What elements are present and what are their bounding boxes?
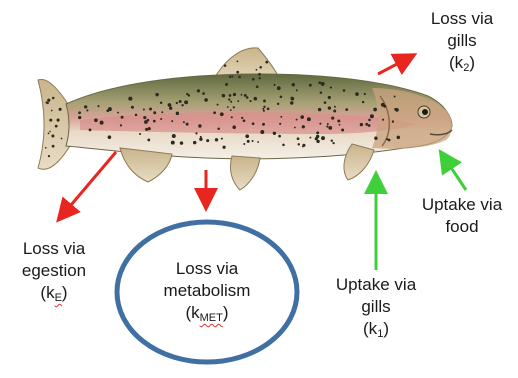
uptake-food-arrow [442, 154, 466, 190]
loss-egestion-arrow [60, 152, 116, 218]
label-uptake-food-line2: food [408, 216, 516, 238]
label-loss-egestion-line2: egestion [4, 260, 104, 282]
label-loss-gills-line2: gills [412, 30, 512, 52]
label-loss-metabolism-line1: Loss via [147, 258, 267, 280]
label-loss-metabolism: Loss via metabolism (kMET) [147, 258, 267, 329]
label-uptake-gills-line1: Uptake via [322, 274, 430, 296]
label-uptake-food-line1: Uptake via [408, 194, 516, 216]
label-loss-egestion-rate: (kE) [4, 282, 104, 309]
label-loss-egestion-line1: Loss via [4, 238, 104, 260]
label-uptake-food: Uptake via food [408, 194, 516, 238]
label-loss-egestion: Loss via egestion (kE) [4, 238, 104, 309]
label-uptake-gills-line2: gills [322, 296, 430, 318]
label-loss-gills-line1: Loss via [412, 8, 512, 30]
label-loss-metabolism-rate: (kMET) [147, 302, 267, 329]
label-loss-gills: Loss via gills (k2) [412, 8, 512, 79]
label-loss-gills-rate: (k2) [412, 52, 512, 79]
loss-gills-arrow [378, 56, 412, 74]
label-loss-metabolism-line2: metabolism [147, 280, 267, 302]
label-uptake-gills-rate: (k1) [322, 318, 430, 345]
label-uptake-gills: Uptake via gills (k1) [322, 274, 430, 345]
